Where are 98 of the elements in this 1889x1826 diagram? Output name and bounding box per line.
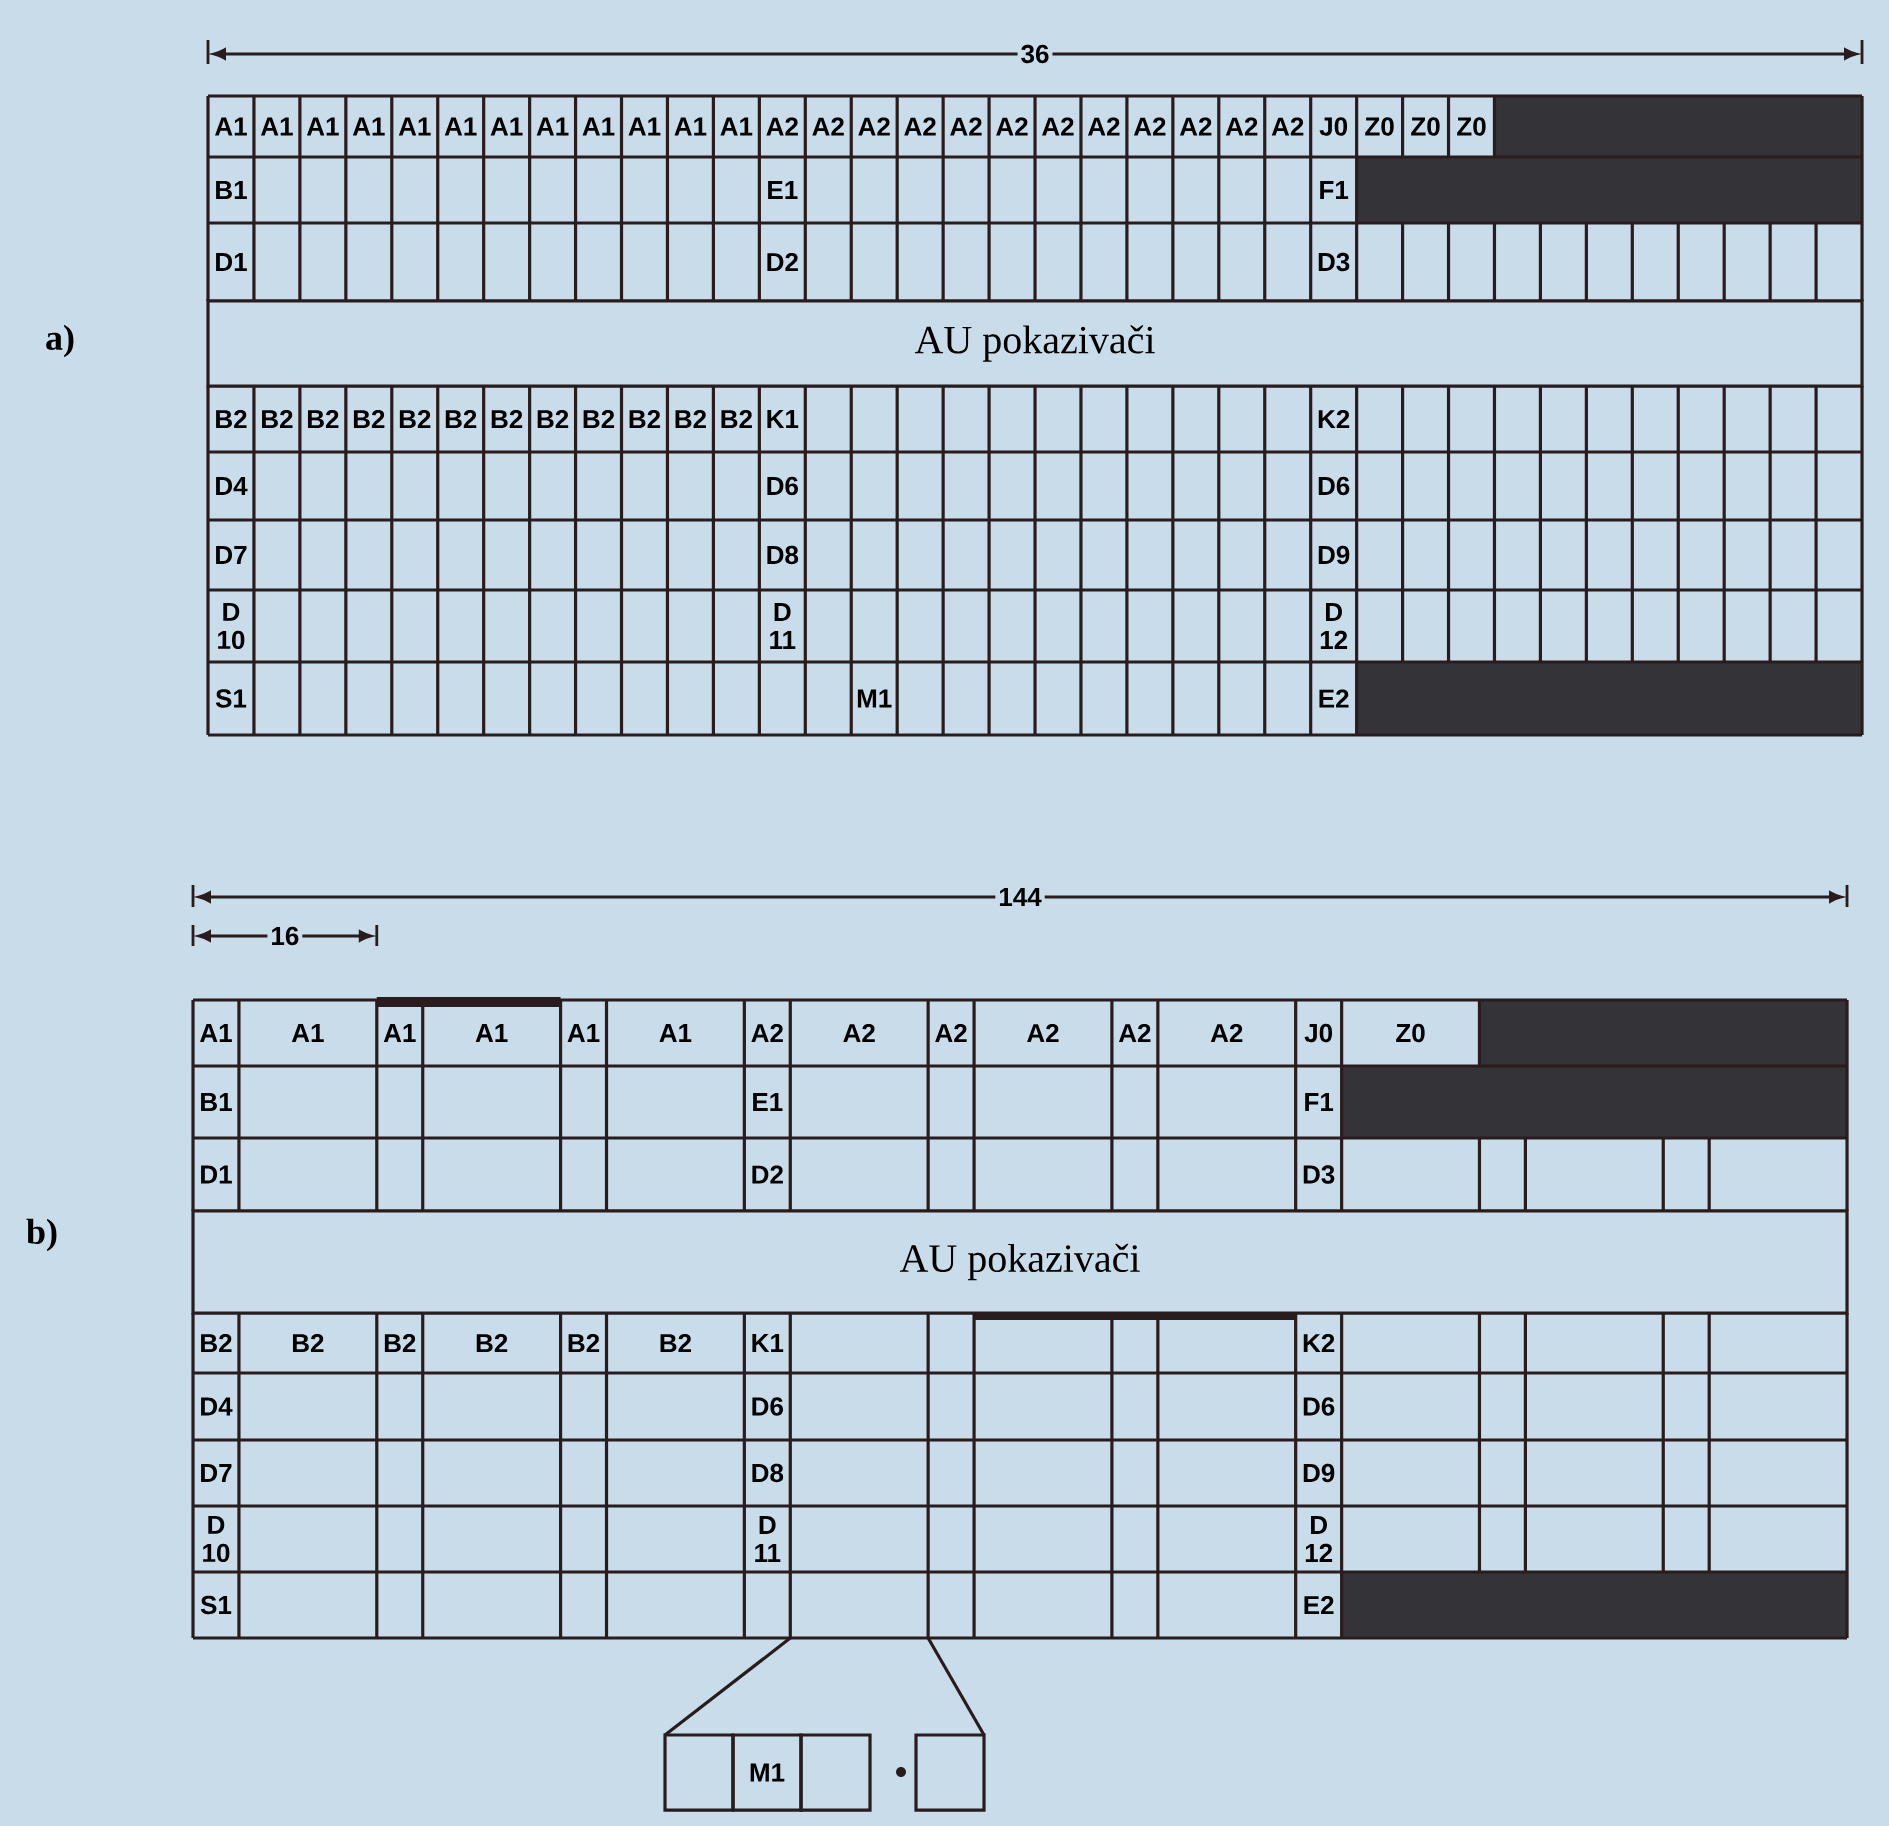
byte-label: B2 xyxy=(353,409,385,429)
byte-label: S1 xyxy=(200,1595,232,1615)
byte-label: D 12 xyxy=(1305,1516,1333,1562)
byte-label: D7 xyxy=(201,1464,232,1482)
byte-label: A2 xyxy=(843,1023,875,1043)
byte-label: A2 xyxy=(1271,117,1304,136)
byte-label: A1 xyxy=(674,117,707,136)
byte-label: D 12 xyxy=(1320,603,1348,649)
byte-label: A1 xyxy=(398,117,431,136)
dimension-label: 144 xyxy=(995,885,1045,909)
byte-label: A1 xyxy=(536,117,569,136)
byte-label: J0 xyxy=(1319,117,1348,136)
byte-label: K2 xyxy=(1318,409,1350,429)
byte-label: A2 xyxy=(950,117,982,136)
byte-label: B1 xyxy=(216,181,247,199)
byte-label: B1 xyxy=(201,1093,232,1111)
byte-label: E1 xyxy=(753,1093,783,1111)
byte-label: D1 xyxy=(201,1165,232,1184)
byte-label: A1 xyxy=(215,117,247,136)
byte-label: B2 xyxy=(399,409,431,429)
byte-label: D8 xyxy=(752,1463,784,1483)
byte-label: A2 xyxy=(751,1023,783,1043)
byte-label: B2 xyxy=(537,409,569,429)
byte-label: A1 xyxy=(475,1024,508,1042)
byte-label: A2 xyxy=(1042,117,1074,136)
byte-label: E2 xyxy=(1304,1595,1334,1615)
byte-label: D2 xyxy=(752,1165,783,1184)
byte-label: A2 xyxy=(904,117,936,136)
byte-label: S1 xyxy=(215,689,247,708)
byte-label: Z0 xyxy=(1457,117,1486,136)
byte-label: B2 xyxy=(216,409,247,429)
byte-label: A2 xyxy=(1133,117,1166,136)
byte-label: D9 xyxy=(1303,1463,1335,1483)
byte-label: A2 xyxy=(996,117,1028,136)
byte-label: F1 xyxy=(1320,181,1349,199)
byte-label: M1 xyxy=(750,1763,785,1782)
byte-label: A2 xyxy=(766,117,798,136)
byte-label: A2 xyxy=(1118,1023,1151,1043)
byte-label: D 10 xyxy=(218,602,245,650)
byte-label: D3 xyxy=(1318,252,1350,272)
byte-label: D 10 xyxy=(203,1515,230,1563)
byte-label: A2 xyxy=(1225,117,1258,136)
byte-label: F1 xyxy=(1305,1093,1334,1111)
byte-label: A2 xyxy=(812,117,844,136)
byte-label: A1 xyxy=(200,1024,232,1042)
byte-label: B2 xyxy=(491,409,523,429)
byte-label: B2 xyxy=(675,409,706,429)
byte-label: A1 xyxy=(291,1024,324,1042)
byte-label: D6 xyxy=(1318,476,1350,496)
byte-label: A1 xyxy=(306,117,339,136)
byte-label: D4 xyxy=(216,477,248,495)
byte-label: D3 xyxy=(1303,1165,1335,1184)
dimension-label: 16 xyxy=(267,923,303,949)
panel-label: b) xyxy=(26,1218,57,1252)
byte-label: A1 xyxy=(720,117,753,136)
byte-label: D 11 xyxy=(770,603,796,649)
panel-label: a) xyxy=(46,324,74,358)
byte-label: B2 xyxy=(721,409,752,429)
byte-label: D8 xyxy=(767,545,799,565)
byte-label: B2 xyxy=(583,409,615,429)
byte-label: A1 xyxy=(567,1024,600,1042)
byte-label: K1 xyxy=(767,410,799,428)
byte-label: D4 xyxy=(201,1397,233,1416)
byte-label: B2 xyxy=(445,409,477,429)
byte-label: A2 xyxy=(1088,117,1120,136)
byte-label: A2 xyxy=(935,1023,967,1043)
byte-label: D6 xyxy=(1303,1397,1335,1416)
byte-label: A1 xyxy=(260,117,293,136)
byte-label: D9 xyxy=(1318,545,1350,565)
pointer-band: AU pokazivači xyxy=(191,1209,1849,1315)
byte-label: A1 xyxy=(490,117,523,136)
byte-label: D2 xyxy=(767,252,798,272)
byte-label: A2 xyxy=(1179,117,1212,136)
byte-label: D7 xyxy=(216,546,247,564)
byte-label: D1 xyxy=(216,253,247,271)
byte-label: E2 xyxy=(1319,689,1349,708)
byte-label: Z0 xyxy=(1411,117,1440,136)
byte-label: B2 xyxy=(262,409,293,429)
byte-label: D6 xyxy=(752,1397,783,1416)
byte-label: Z0 xyxy=(1365,117,1394,136)
byte-label: J0 xyxy=(1304,1023,1333,1043)
byte-label: E1 xyxy=(768,181,798,199)
byte-label: A1 xyxy=(628,117,661,136)
byte-label: A1 xyxy=(444,117,477,136)
byte-label: A2 xyxy=(1027,1023,1059,1043)
byte-label: D6 xyxy=(767,476,798,496)
byte-label: A1 xyxy=(352,117,385,136)
byte-label: Z0 xyxy=(1396,1023,1425,1043)
byte-label: A1 xyxy=(659,1024,692,1042)
byte-label: B2 xyxy=(307,409,339,429)
byte-label: A1 xyxy=(582,117,615,136)
byte-label: D 11 xyxy=(755,1516,781,1562)
pointer-band: AU pokazivači xyxy=(206,299,1864,388)
byte-label: A1 xyxy=(383,1024,416,1042)
byte-label: A2 xyxy=(1210,1023,1243,1043)
byte-label: A2 xyxy=(858,117,890,136)
byte-label: M1 xyxy=(857,689,892,708)
byte-label: B2 xyxy=(629,409,661,429)
